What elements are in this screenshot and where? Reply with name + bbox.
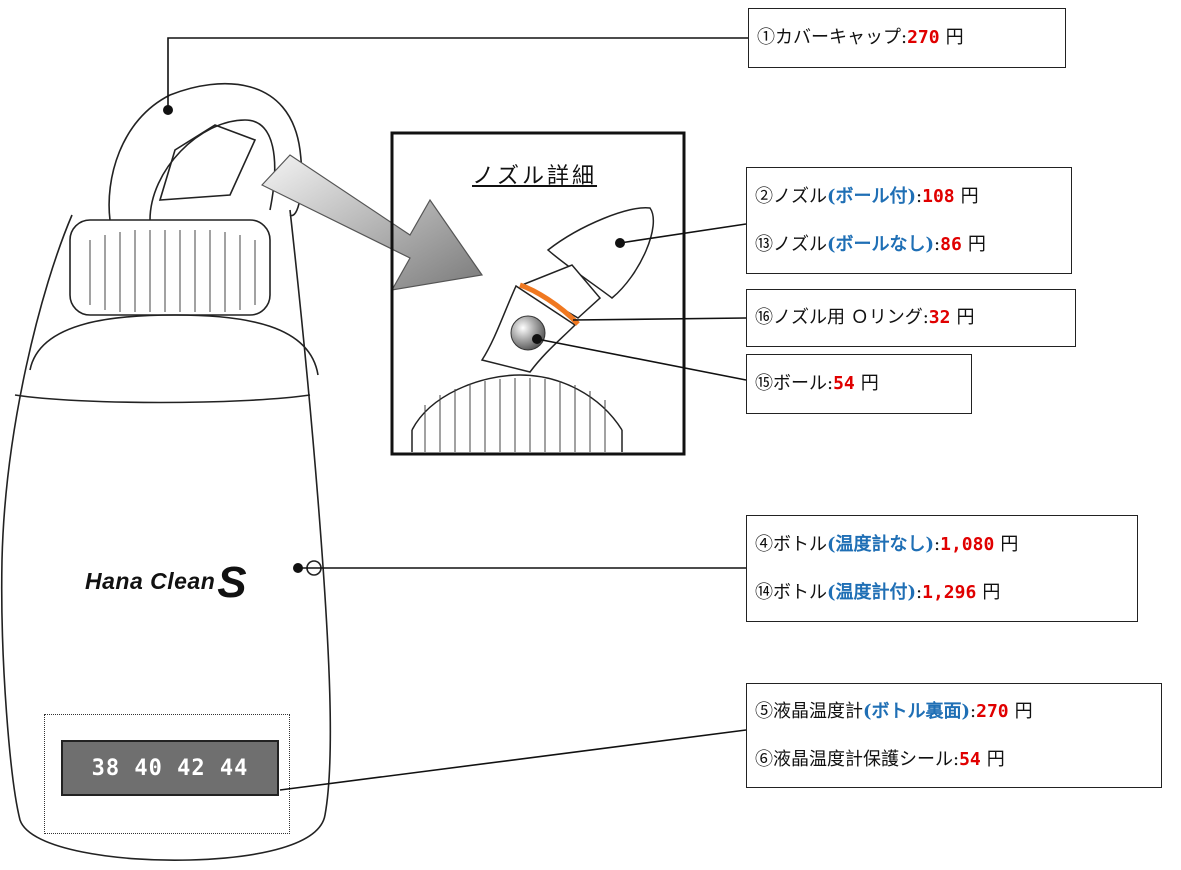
price-unit: 円 [956, 307, 975, 328]
price-unit: 円 [945, 27, 964, 48]
leader-dots [163, 105, 625, 573]
part-price: 54 [833, 373, 855, 394]
price-unit: 円 [986, 749, 1005, 770]
part-label: ⑥液晶温度計保護シール: [755, 749, 960, 770]
price-unit: 円 [960, 186, 979, 207]
thermometer-area: 38 40 42 44 [44, 714, 290, 834]
leader-ball [536, 338, 747, 381]
part-price: 270 [976, 701, 1009, 722]
leader-cover-cap [167, 37, 748, 110]
detail-cap-ridges [424, 378, 606, 452]
cap-ridges [89, 230, 256, 312]
bottle-neck-ring [14, 394, 311, 404]
nozzle-tip-in-cap [158, 124, 257, 201]
nozzle-cone [546, 206, 655, 299]
part-price: 1,296 [922, 582, 977, 603]
o-ring [519, 282, 580, 326]
separator: : [916, 186, 923, 207]
bottle-body [0, 209, 332, 862]
part-label: ⑮ボール: [755, 373, 834, 394]
ball [510, 315, 546, 351]
brand-suffix: S [217, 558, 248, 607]
price-unit: 円 [982, 582, 1001, 603]
separator: : [916, 582, 923, 603]
detail-arrow [261, 154, 484, 291]
part-label: ⑤液晶温度計 [755, 701, 863, 722]
part-price: 108 [922, 186, 955, 207]
part-label: ①カバーキャップ: [757, 27, 908, 48]
part-variant: (温度計付) [827, 582, 917, 603]
part-variant: (ボール付) [827, 186, 917, 207]
part-price: 86 [940, 234, 962, 255]
part-label: ④ボトル [755, 534, 827, 555]
detail-frame [390, 131, 686, 456]
cap-handle-inner [149, 119, 276, 221]
part-variant: (温度計なし) [827, 534, 935, 555]
part-label: ⑬ノズル [755, 234, 827, 255]
separator: : [934, 534, 941, 555]
part-label: ⑭ボトル [755, 582, 827, 603]
part-price: 1,080 [940, 534, 995, 555]
separator: : [970, 701, 977, 722]
price-unit: 円 [860, 373, 879, 394]
price-unit: 円 [967, 234, 986, 255]
part-label: ⑯ノズル用 Ｏリング: [755, 307, 929, 328]
detail-cap-body [411, 430, 623, 452]
part-price: 32 [928, 307, 951, 328]
price-unit: 円 [1014, 701, 1033, 722]
part-price: 54 [959, 749, 981, 770]
bottle-illustration [0, 82, 332, 862]
price-unit: 円 [1000, 534, 1019, 555]
leader-o-ring [572, 317, 747, 321]
part-price: 270 [907, 27, 940, 48]
brand-logo: Hana CleanS [85, 550, 247, 607]
separator: : [934, 234, 941, 255]
detail-cap-top [411, 374, 623, 431]
brand-name: Hana Clean [85, 568, 216, 594]
part-variant: (ボールなし) [827, 234, 935, 255]
part-variant: (ボトル裏面) [863, 701, 971, 722]
leader-nozzle [619, 223, 747, 244]
leader-lines [167, 37, 748, 791]
leader-thermo [279, 729, 747, 791]
detail-title: ノズル詳細 [472, 164, 598, 189]
lcd-thermometer: 38 40 42 44 [61, 740, 279, 796]
bottle-shoulder [29, 314, 319, 376]
part-label: ②ノズル [755, 186, 827, 207]
